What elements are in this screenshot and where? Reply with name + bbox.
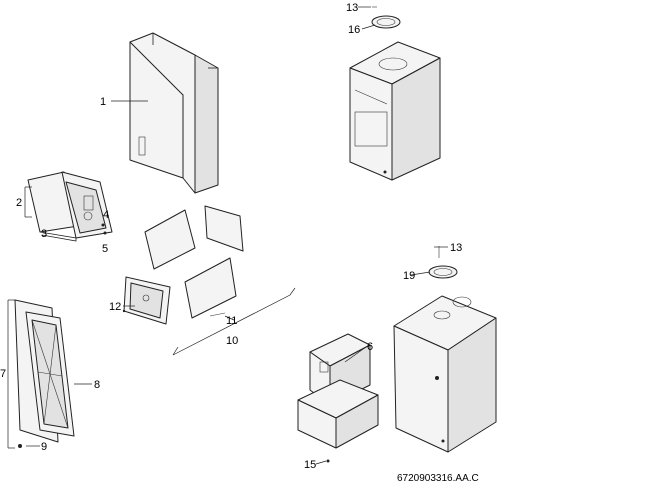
callout-2: 2: [16, 197, 22, 209]
assembled-unit-upper: [349, 41, 441, 181]
access-door-assembly: [27, 171, 113, 242]
insulation-panels: [144, 205, 296, 356]
callout-1: 1: [100, 96, 106, 108]
callout-3: 3: [41, 228, 47, 240]
document-number: 6720903316.AA.C: [397, 473, 479, 484]
vent-collar-part: [428, 246, 458, 279]
callout-9: 9: [41, 441, 47, 453]
callout-13-top: 13: [346, 2, 358, 14]
callout-7: 7: [0, 368, 6, 380]
callout-12: 12: [109, 301, 121, 313]
flue-collar-part: [371, 6, 401, 29]
callout-10: 10: [226, 335, 238, 347]
callout-5: 5: [102, 243, 108, 255]
callout-13-lower: 13: [450, 242, 462, 254]
callout-15: 15: [304, 459, 316, 471]
control-panel-part: [122, 276, 171, 325]
callout-19: 19: [403, 270, 415, 282]
filter-frame-assembly: [14, 299, 75, 448]
heat-exchanger-part: [297, 333, 379, 463]
leader-lines: [7, 6, 448, 465]
cabinet-lower-part: [393, 295, 497, 453]
callout-4: 4: [103, 209, 109, 221]
callout-16: 16: [348, 24, 360, 36]
cabinet-wrap-part: [129, 32, 219, 194]
callout-6: 6: [367, 341, 373, 353]
callout-11: 11: [226, 315, 237, 327]
callout-8: 8: [94, 379, 100, 391]
callout-labels: 1 2 3 4 5 12 11 10 7 8 9 13 16 13 19 6 1…: [0, 2, 462, 471]
